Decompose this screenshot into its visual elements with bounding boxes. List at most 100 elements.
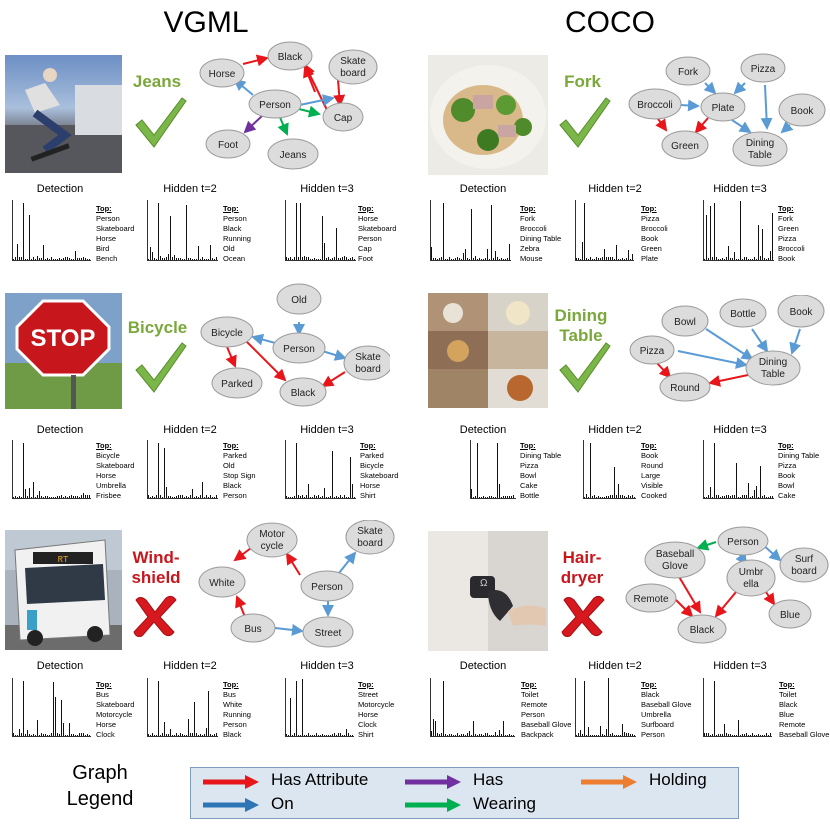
- histogram-bar: [584, 203, 585, 260]
- histogram-bar: [350, 735, 351, 736]
- top-item: Cooked: [641, 491, 667, 500]
- histogram-bar: [620, 495, 621, 498]
- histogram-bar: [318, 735, 319, 736]
- predicted-label-fork: Fork: [564, 72, 601, 91]
- histogram-bar: [346, 256, 347, 260]
- histogram-bar: [322, 734, 323, 736]
- histogram-bar: [628, 732, 629, 736]
- histogram-bar: [336, 228, 337, 260]
- histogram-bar: [180, 732, 181, 736]
- histogram-bar: [580, 729, 581, 736]
- top-item: Person: [641, 730, 665, 739]
- histogram-bar: [503, 259, 504, 260]
- node-person: [248, 89, 302, 119]
- panel-title: Hidden t=3: [300, 424, 354, 436]
- histogram-bar: [748, 258, 749, 260]
- histogram-bar: [83, 493, 84, 498]
- histogram-bar: [754, 489, 755, 498]
- histogram-bar: [479, 734, 480, 736]
- histogram-bar: [320, 497, 321, 498]
- histogram-bar: [762, 735, 763, 736]
- histogram-bar: [766, 732, 767, 736]
- histogram-bar: [724, 723, 725, 736]
- histogram-bar: [445, 733, 446, 736]
- histogram-bar: [306, 735, 307, 736]
- top-item: Round: [641, 461, 664, 470]
- histogram-bar: [746, 495, 747, 498]
- top-item: Clock: [96, 730, 115, 739]
- histogram-bar: [596, 735, 597, 736]
- top-item: Mouse: [520, 254, 543, 263]
- histogram-bar: [616, 495, 617, 498]
- histogram-bar: [77, 257, 78, 260]
- histogram-bar: [628, 495, 629, 498]
- histogram-bar: [602, 497, 603, 498]
- histogram-bar: [87, 734, 88, 736]
- node-surfboard: [779, 547, 829, 583]
- top-item: Bus: [223, 690, 236, 699]
- top-item: Dining Table: [520, 234, 562, 243]
- histogram-bar: [578, 258, 579, 260]
- histogram-bar: [738, 259, 739, 260]
- histogram-t3: [703, 440, 774, 499]
- histogram-bar: [164, 722, 165, 736]
- histogram-bar: [740, 735, 741, 736]
- top-item: Clock: [358, 720, 377, 729]
- histogram-bar: [493, 258, 494, 260]
- histogram-t2: [575, 678, 636, 737]
- histogram-bar: [499, 259, 500, 260]
- histogram-bar: [338, 732, 339, 736]
- histogram-bar: [208, 691, 209, 736]
- top-item: Horse: [358, 710, 379, 719]
- histogram-bar: [471, 735, 472, 736]
- histogram-bar: [47, 496, 48, 498]
- histogram-bar: [202, 735, 203, 736]
- histogram-bar: [61, 700, 62, 736]
- histogram-bar: [471, 209, 472, 260]
- histogram-bar: [27, 495, 28, 498]
- histogram-bar: [489, 495, 490, 498]
- histogram-bar: [334, 497, 335, 498]
- histogram-bar: [184, 496, 185, 498]
- histogram-bar: [513, 735, 514, 736]
- histogram-bar: [437, 733, 438, 736]
- histogram-bar: [610, 256, 611, 260]
- histogram-bar: [192, 488, 193, 498]
- histogram-bar: [340, 495, 341, 498]
- histogram-bar: [290, 256, 291, 260]
- svg-text:Table: Table: [748, 150, 772, 161]
- histogram-bar: [738, 719, 739, 736]
- histogram-bar: [612, 257, 613, 260]
- histogram-bar: [766, 497, 767, 498]
- top-item: Baseball Glove: [779, 730, 830, 739]
- histogram-bar: [352, 256, 353, 260]
- histogram-bar: [206, 727, 207, 736]
- node-old: [276, 283, 322, 315]
- histogram-bar: [586, 734, 587, 736]
- histogram-bar: [604, 735, 605, 736]
- histogram-bar: [439, 258, 440, 260]
- node-blue: [768, 599, 812, 629]
- histogram-bar: [47, 257, 48, 260]
- histogram-bar: [81, 257, 82, 260]
- histogram-bar: [445, 258, 446, 260]
- histogram-bar: [604, 249, 605, 260]
- histogram-bar: [79, 732, 80, 736]
- histogram-bar: [320, 258, 321, 260]
- histogram-bar: [632, 495, 633, 498]
- top-item: Skateboard: [358, 224, 397, 233]
- node-book: [777, 295, 825, 328]
- histogram-bar: [23, 203, 24, 260]
- svg-text:Motor: Motor: [259, 529, 285, 540]
- histogram-bar: [497, 442, 498, 498]
- histogram-bar: [148, 494, 149, 498]
- histogram-bar: [736, 462, 737, 498]
- top-item: Black: [223, 224, 242, 233]
- histogram-bar: [53, 258, 54, 260]
- histogram-bar: [724, 496, 725, 498]
- histogram-bar: [45, 496, 46, 498]
- histogram-bar: [467, 257, 468, 260]
